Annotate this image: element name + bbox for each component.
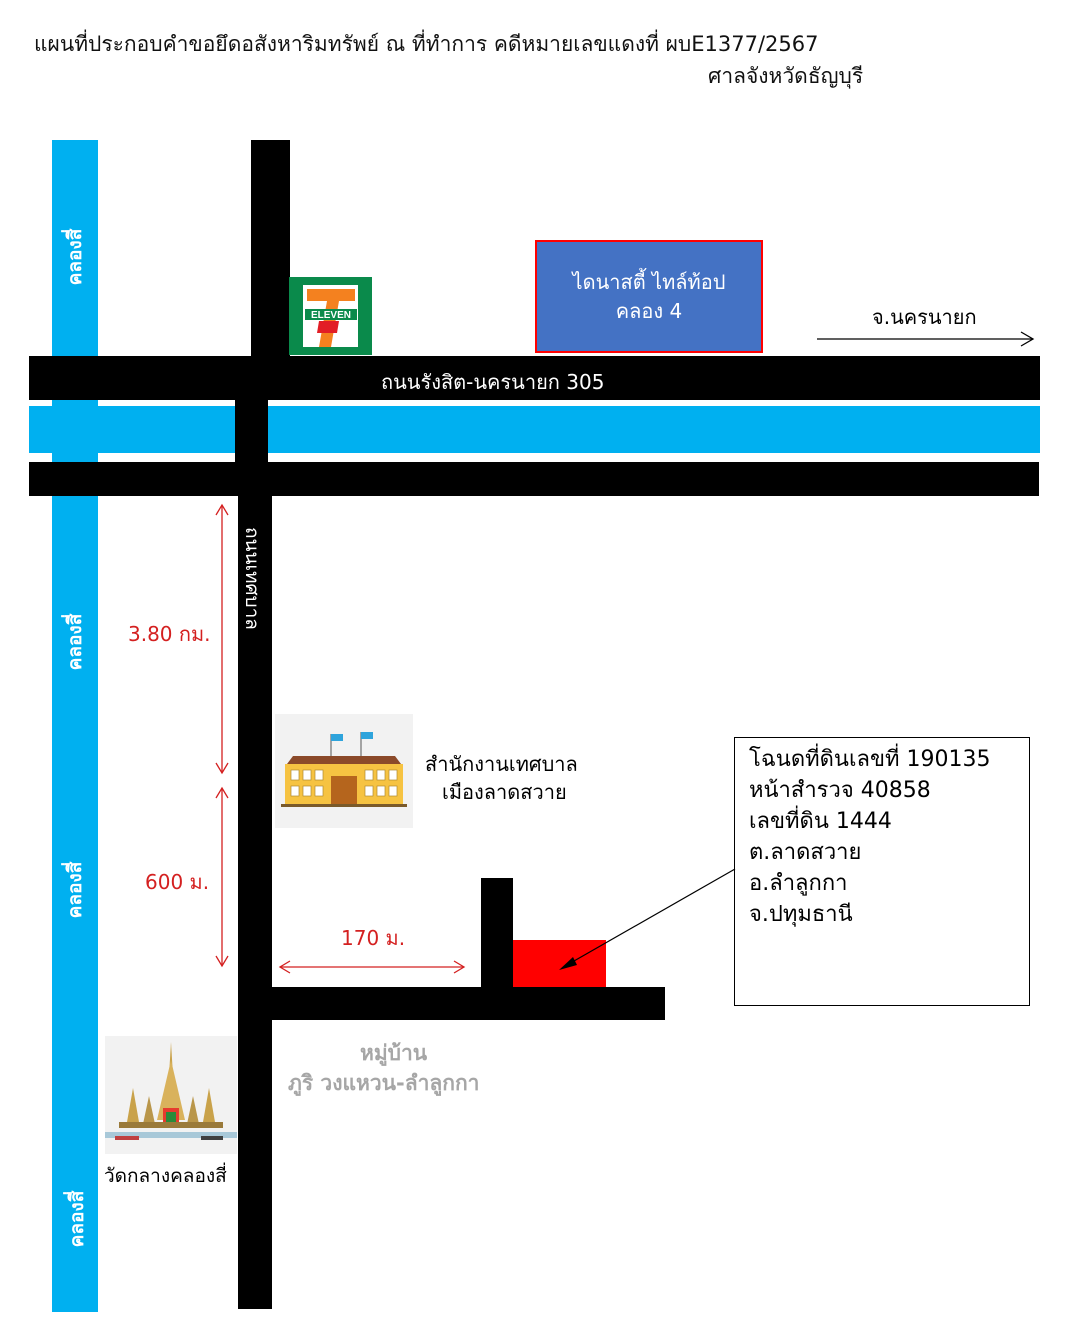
store-name: ไดนาสตี้ ไทล์ท้อป (572, 269, 726, 294)
main-road (29, 356, 1040, 400)
frontage-road (29, 462, 1039, 496)
main-road-label: ถนนรังสิต-นครนายก 305 (381, 370, 605, 394)
village-label-line2: ภูริ วงแหวน-ลำลูกกา (288, 1071, 480, 1095)
temple-icon (105, 1036, 237, 1154)
province: จ.ปทุมธานี (749, 902, 853, 927)
seven-eleven-text: ELEVEN (311, 310, 351, 321)
canal-label-mid2: คลองสี่ (64, 861, 86, 919)
canal-horizontal (29, 406, 1040, 453)
canal-vertical (52, 140, 98, 1312)
district: อ.ลำลูกกา (749, 871, 848, 896)
distance-label-3: 170 ม. (341, 926, 406, 950)
village-label-line1: หมู่บ้าน (360, 1041, 428, 1065)
distance-label-2: 600 ม. (145, 870, 210, 894)
distance-arrow-2 (215, 786, 229, 968)
seven-eleven-logo: ELEVEN (289, 277, 372, 355)
office-label-line2: เมืองลาดสวาย (442, 780, 567, 804)
survey-page: หน้าสำรวจ 40858 (749, 778, 931, 803)
municipal-office-icon (275, 714, 413, 828)
court-name: ศาลจังหวัดธัญบุรี (708, 64, 864, 88)
lane (481, 878, 513, 987)
canal-label-bottom: คลองสี่ (66, 1190, 88, 1248)
canal-label-top: คลองสี่ (64, 228, 86, 286)
store-branch: คลอง 4 (615, 298, 683, 323)
side-road (272, 987, 665, 1020)
direction-label: จ.นครนายก (872, 305, 977, 329)
thetsaban-road-label: ถนนเทศบาล (241, 527, 263, 630)
distance-arrow-1 (215, 503, 229, 775)
direction-arrow-icon (817, 331, 1035, 347)
soi-north-label: ซอยรังสิต-นครนายก 83 (258, 151, 279, 339)
map-title: แผนที่ประกอบคำขอยึดอสังหาริมทรัพย์ ณ ที่… (34, 32, 819, 56)
soi-north-road (251, 140, 290, 356)
connector-road (235, 400, 268, 496)
distance-arrow-3 (278, 960, 466, 974)
canal-label-mid1: คลองสี่ (64, 613, 86, 671)
thetsaban-road (238, 496, 272, 1309)
distance-label-1: 3.80 กม. (128, 622, 211, 646)
deed-number: โฉนดที่ดินเลขที่ 190135 (749, 747, 991, 772)
pointer-arrow-icon (559, 868, 736, 970)
subdistrict: ต.ลาดสวาย (749, 840, 862, 865)
land-parcel (513, 940, 606, 987)
office-label-line1: สำนักงานเทศบาล (425, 752, 578, 776)
store-landmark: ไดนาสตี้ ไทล์ท้อป คลอง 4 (535, 240, 763, 353)
land-number: เลขที่ดิน 1444 (749, 809, 892, 834)
temple-label: วัดกลางคลองสี่ (104, 1165, 227, 1187)
land-info-box: โฉนดที่ดินเลขที่ 190135 หน้าสำรวจ 40858 … (734, 737, 1030, 1006)
